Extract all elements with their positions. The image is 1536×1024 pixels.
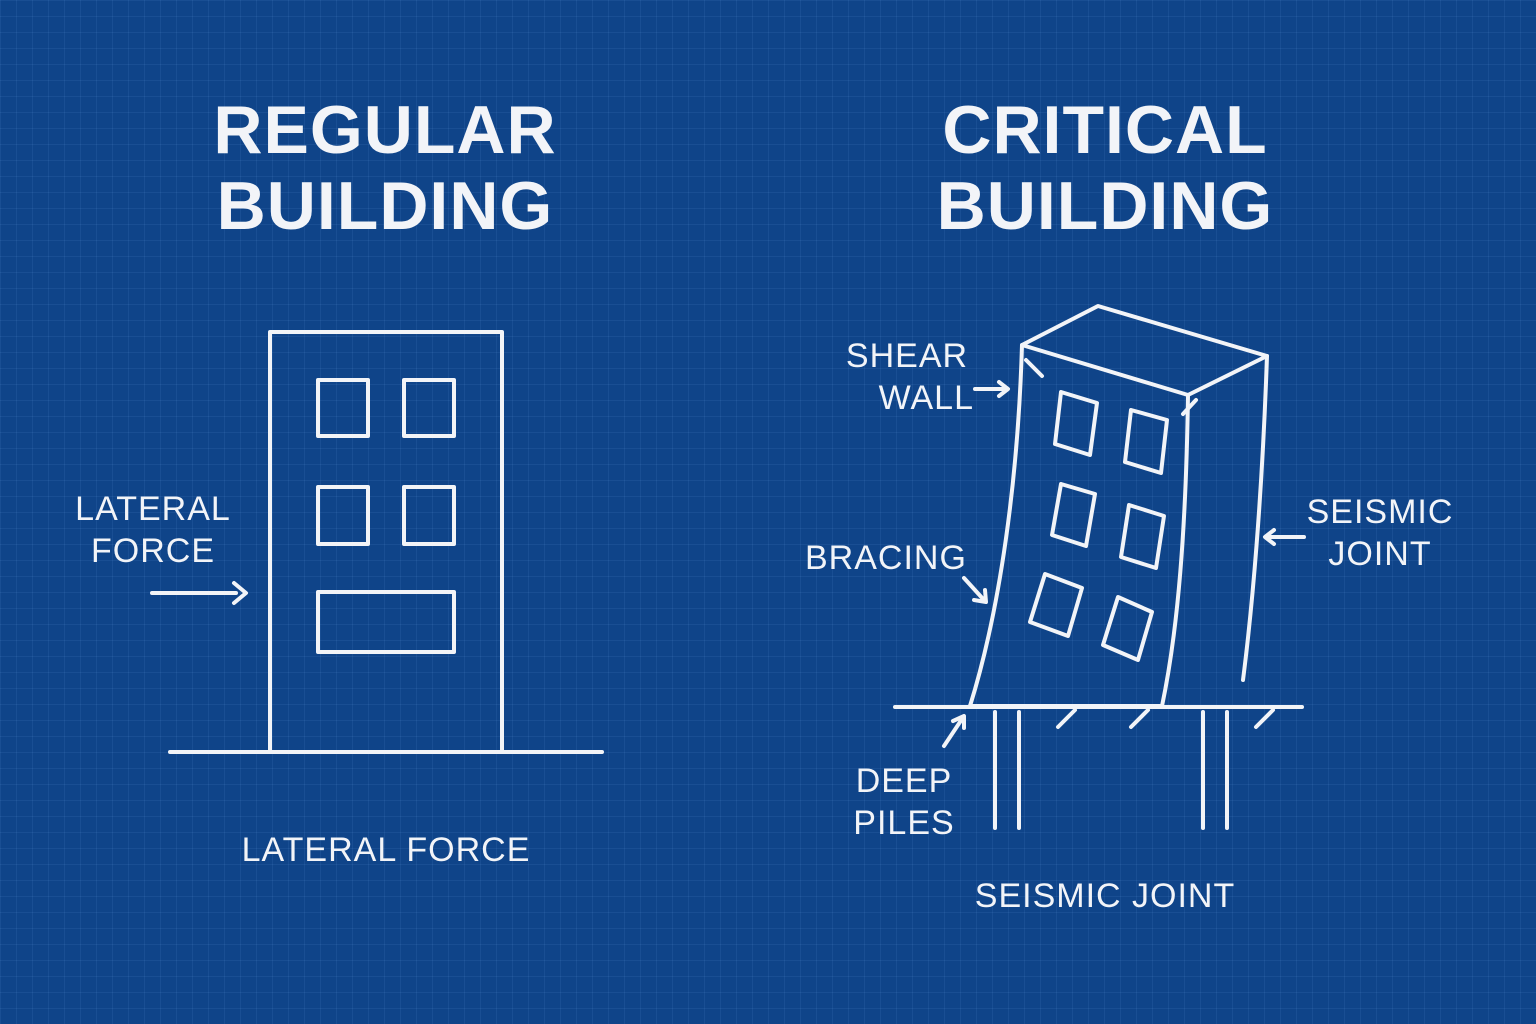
seismic-joint-caption: SEISMIC JOINT [974, 877, 1236, 915]
window [1119, 503, 1166, 570]
shear-wall-label: SHEAR WALL [840, 335, 974, 419]
bracing-stroke [1181, 398, 1198, 416]
lateral-force-caption: LATERAL FORCE [241, 831, 531, 869]
deep-piles [993, 710, 1229, 830]
bracing-label: BRACING [805, 539, 967, 577]
building-outline [268, 330, 504, 754]
deep-piles-label: DEEP PILES [852, 760, 956, 844]
title-line-1: CRITICAL [942, 92, 1268, 168]
regular-building [150, 330, 604, 754]
door-panel [316, 590, 456, 654]
roof [1020, 304, 1269, 397]
window [1101, 595, 1154, 662]
seismic-joint-arrow [1263, 528, 1306, 546]
lateral-force-side-label: LATERAL FORCE [68, 488, 238, 572]
back-right-edge [1241, 354, 1269, 682]
title-line-2: BUILDING [216, 168, 554, 244]
bracing-stroke [1024, 358, 1044, 378]
ground-hatch [1056, 708, 1275, 729]
label-line-1: SEISMIC [1306, 493, 1454, 531]
deep-piles-arrow [942, 714, 966, 748]
window [1050, 482, 1097, 548]
critical-building-title: CRITICAL BUILDING [905, 92, 1305, 244]
label-line-2: PILES [853, 804, 955, 842]
window [1028, 572, 1084, 638]
lateral-force-arrow [150, 581, 248, 605]
title-line-1: REGULAR [213, 92, 557, 168]
window [1053, 390, 1099, 457]
front-right-edge [1160, 393, 1190, 708]
label-line-1: SHEAR [845, 337, 969, 375]
shear-wall-arrow [973, 380, 1010, 398]
label-line-2: JOINT [1328, 535, 1432, 573]
regular-building-title: REGULAR BUILDING [185, 92, 585, 244]
window [1123, 408, 1169, 475]
window [316, 485, 370, 546]
window [402, 485, 456, 546]
bracing-arrow [962, 576, 988, 604]
label-line-1: DEEP [855, 762, 953, 800]
critical-building [893, 304, 1306, 830]
label-line-1: LATERAL [75, 490, 231, 528]
label-line-2: FORCE [91, 532, 215, 570]
front-left-edge [968, 343, 1024, 708]
seismic-joint-side-label: SEISMIC JOINT [1305, 491, 1455, 575]
title-line-2: BUILDING [936, 168, 1274, 244]
window [316, 378, 370, 438]
window [402, 378, 456, 438]
label-line-2: WALL [878, 379, 974, 417]
